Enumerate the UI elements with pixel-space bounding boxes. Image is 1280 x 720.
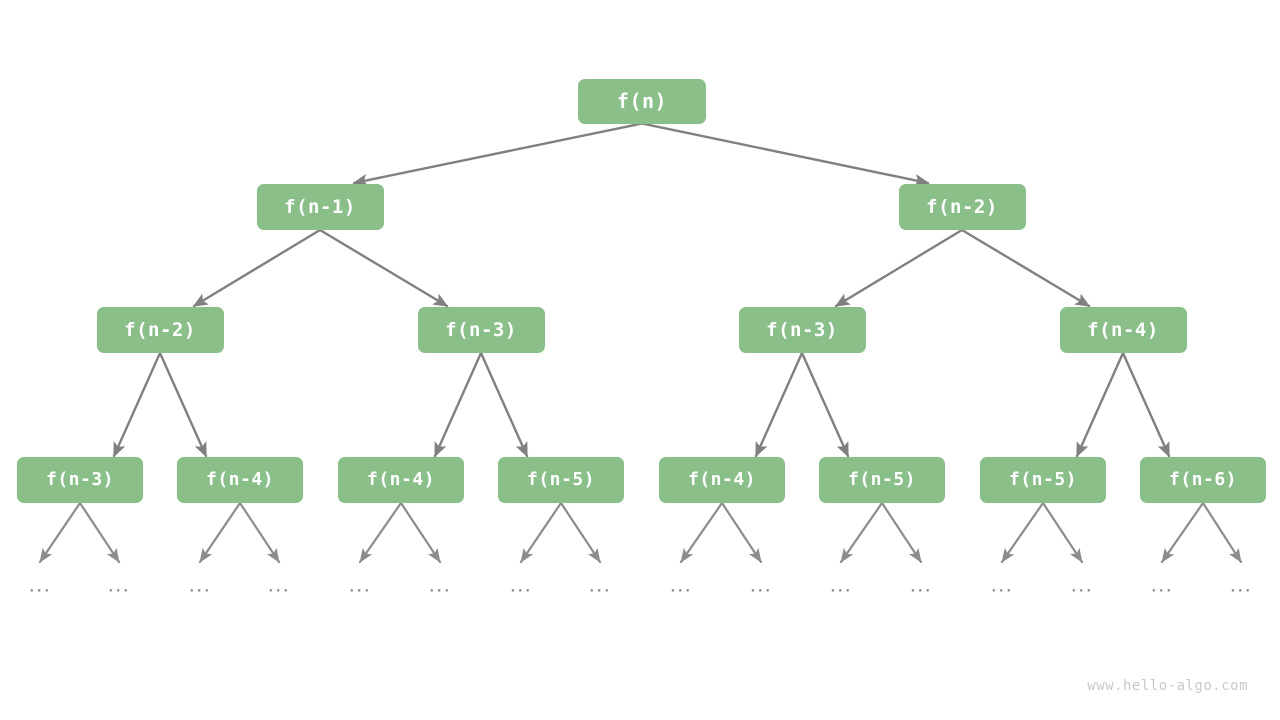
tree-edges — [112, 122, 1171, 458]
ellipsis-marker: ... — [348, 574, 372, 597]
leaf-edge-4 — [358, 501, 403, 564]
ellipsis-marker: ... — [267, 574, 291, 597]
ellipsis-marker: ... — [669, 574, 693, 597]
ellipsis-marker: ... — [990, 574, 1014, 597]
tree-node-label: f(n-3) — [766, 318, 838, 341]
tree-edge-l1n1-l2n3 — [960, 228, 1091, 308]
tree-node-label: f(n-4) — [1087, 318, 1159, 341]
tree-edge-l0n0-l1n0 — [352, 122, 644, 187]
tree-node-l3n6: f(n-5) — [980, 457, 1106, 503]
tree-node-label: f(n-2) — [124, 318, 196, 341]
tree-node-label: f(n-4) — [366, 469, 436, 490]
ellipsis-marker: ... — [829, 574, 853, 597]
tree-edge-l2n3-l3n6 — [1075, 351, 1125, 458]
tree-edge-l2n1-l3n3 — [479, 351, 529, 458]
tree-node-label: f(n-5) — [526, 469, 596, 490]
tree-node-l2n0: f(n-2) — [96, 307, 224, 353]
ellipsis-marker: ... — [509, 574, 533, 597]
leaf-edge-2 — [198, 501, 242, 564]
leaf-edge-10 — [839, 501, 884, 564]
leaf-edge-6 — [519, 501, 563, 564]
leaf-edge-15 — [1201, 501, 1243, 564]
leaf-edge-1 — [78, 501, 121, 564]
tree-node-l3n0: f(n-3) — [17, 457, 143, 503]
leaf-edge-14 — [1160, 501, 1205, 564]
tree-edge-l2n2-l3n4 — [754, 351, 804, 458]
tree-node-l3n1: f(n-4) — [177, 457, 303, 503]
tree-node-l3n5: f(n-5) — [819, 457, 945, 503]
tree-edge-l1n1-l2n2 — [834, 228, 964, 308]
tree-node-l3n7: f(n-6) — [1140, 457, 1266, 503]
tree-node-label: f(n-4) — [687, 469, 757, 490]
ellipsis-marker: ... — [1229, 574, 1253, 597]
tree-node-l0n0: f(n) — [578, 78, 706, 124]
tree-node-label: f(n) — [616, 89, 668, 113]
tree-node-label: f(n-3) — [445, 318, 517, 341]
tree-edge-l1n0-l2n0 — [192, 228, 322, 308]
tree-node-label: f(n-5) — [1008, 469, 1078, 490]
leaf-edge-5 — [399, 501, 442, 564]
tree-edge-l0n0-l1n1 — [640, 122, 930, 187]
ellipsis-marker: ... — [1150, 574, 1174, 597]
leaf-edge-13 — [1041, 501, 1084, 564]
tree-edge-l2n1-l3n2 — [433, 351, 483, 458]
tree-node-label: f(n-5) — [847, 469, 917, 490]
tree-node-label: f(n-2) — [926, 195, 998, 218]
tree-node-l3n4: f(n-4) — [659, 457, 785, 503]
leaf-edges — [38, 501, 1243, 564]
tree-node-label: f(n-1) — [284, 195, 356, 218]
ellipsis-marker: ... — [749, 574, 773, 597]
ellipsis-marker: ... — [588, 574, 612, 597]
ellipsis-marker: ... — [428, 574, 452, 597]
tree-edge-l2n0-l3n1 — [158, 351, 208, 458]
leaf-edge-12 — [1000, 501, 1045, 564]
tree-node-l2n3: f(n-4) — [1059, 307, 1187, 353]
leaf-edge-11 — [880, 501, 923, 564]
tree-edge-l1n0-l2n1 — [318, 228, 449, 308]
ellipsis-marker: ... — [1070, 574, 1094, 597]
ellipsis-marker: ... — [28, 574, 52, 597]
tree-node-label: f(n-6) — [1168, 469, 1238, 490]
tree-edge-l2n0-l3n0 — [112, 351, 162, 458]
tree-node-l1n1: f(n-2) — [898, 184, 1026, 230]
leaf-edge-0 — [38, 501, 82, 564]
leaf-edge-9 — [720, 501, 763, 564]
ellipsis-marker: ... — [107, 574, 131, 597]
tree-node-label: f(n-4) — [205, 469, 275, 490]
ellipsis-marker: ... — [909, 574, 933, 597]
watermark: www.hello-algo.com — [1087, 678, 1248, 694]
tree-node-l3n3: f(n-5) — [498, 457, 624, 503]
tree-node-l3n2: f(n-4) — [338, 457, 464, 503]
tree-edge-l2n2-l3n5 — [800, 351, 850, 458]
tree-edge-l2n3-l3n7 — [1121, 351, 1171, 458]
tree-node-label: f(n-3) — [45, 469, 115, 490]
tree-node-l1n0: f(n-1) — [256, 184, 384, 230]
leaf-edge-8 — [679, 501, 724, 564]
ellipsis-marker: ... — [188, 574, 212, 597]
leaf-edge-3 — [238, 501, 281, 564]
tree-node-l2n2: f(n-3) — [738, 307, 866, 353]
leaf-edge-7 — [559, 501, 602, 564]
tree-node-l2n1: f(n-3) — [417, 307, 545, 353]
